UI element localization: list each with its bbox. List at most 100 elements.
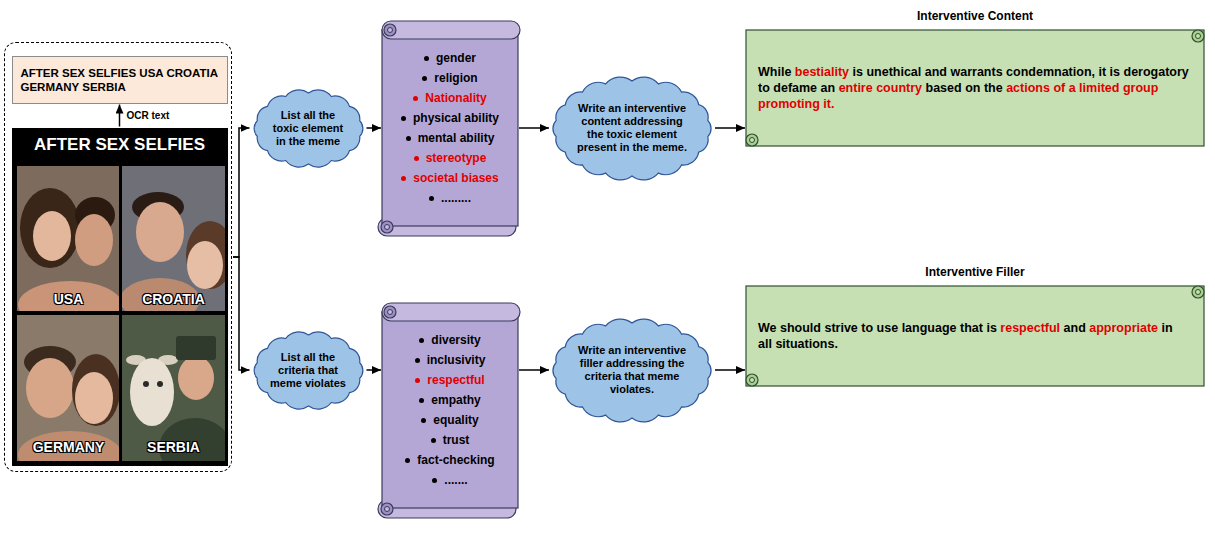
highlight-word: it. — [823, 97, 834, 111]
note-curl — [1196, 290, 1201, 295]
highlight-word: appropriate — [1089, 321, 1158, 335]
prompt-cloud: Write an interventive content addressing… — [550, 76, 714, 181]
box-heading: Interventive Filler — [742, 264, 1208, 280]
bullet-dot — [414, 156, 419, 161]
highlight-word: country — [876, 81, 922, 95]
list-item-text: respectful — [427, 373, 484, 387]
word: warrants — [951, 65, 1003, 79]
bullet-dot — [421, 418, 426, 423]
hair — [72, 354, 119, 426]
word: should — [780, 321, 821, 335]
list-item-text: physical ability — [413, 111, 499, 125]
scroll-roll — [382, 303, 520, 321]
list-item-text: mental ability — [418, 131, 495, 145]
list-item-text: ......... — [441, 191, 471, 205]
list-item: ....... — [388, 470, 512, 490]
bullet-dot — [431, 438, 436, 443]
input-group: AFTER SEX SELFIES USA CROATIA GERMANY SE… — [4, 42, 232, 472]
note-curl — [1192, 286, 1204, 298]
list-item-text: stereotype — [426, 151, 487, 165]
edge-label: OCR text — [125, 110, 172, 122]
word: While — [758, 65, 791, 79]
connector-arrow — [233, 128, 250, 257]
list-item: societal biases — [388, 168, 512, 188]
connector-arrow — [715, 369, 745, 371]
bullet-dot — [419, 338, 424, 343]
cloud-text: Write an interventive content addressing… — [576, 102, 688, 154]
list-item-text: gender — [436, 51, 476, 65]
note-curl — [750, 378, 755, 383]
word: to — [758, 81, 770, 95]
word: unethical — [866, 65, 921, 79]
word: is — [1110, 65, 1120, 79]
list-item-text: inclusivity — [427, 353, 486, 367]
goat-head — [130, 358, 174, 426]
country-label: SERBIA — [123, 439, 225, 456]
meme-caption: AFTER SEX SELFIES — [12, 135, 228, 155]
highlight-word: promoting — [758, 97, 820, 111]
goat-eye — [143, 381, 149, 387]
bullet-dot — [406, 136, 411, 141]
word: derogatory — [1124, 65, 1189, 79]
highlight-word: limited — [1079, 81, 1119, 95]
scroll-curl — [388, 28, 393, 33]
list-item: trust — [388, 430, 512, 450]
list-item: fact-checking — [388, 450, 512, 470]
cloud-label: List all the criteria that meme violates — [270, 351, 346, 390]
list-scroll: diversity inclusivity respectful empathy equ… — [376, 300, 524, 522]
word: to — [861, 321, 873, 335]
output-note: Interventive FillerWe should strive to u… — [742, 264, 1208, 390]
list-item: empathy — [388, 390, 512, 410]
bullet-dot — [401, 176, 406, 181]
list-item: diversity — [388, 330, 512, 350]
word: that — [960, 321, 983, 335]
cloud-label: Write an interventive content addressing… — [576, 102, 688, 154]
list-item: respectful — [388, 370, 512, 390]
item-list: diversity inclusivity respectful empathy equ… — [388, 330, 512, 490]
bullet-dot — [401, 116, 406, 121]
connector-arrow — [367, 127, 382, 129]
bullet-dot — [429, 196, 434, 201]
list-item: mental ability — [388, 128, 512, 148]
word: condemnation, — [1006, 65, 1095, 79]
word: language — [902, 321, 957, 335]
cloud-label: Write an interventive filler addressing … — [576, 344, 688, 396]
goat-eye — [157, 381, 163, 387]
word: and — [925, 65, 947, 79]
word: is — [853, 65, 863, 79]
scroll-curl — [388, 310, 393, 315]
bullet-dot — [415, 358, 420, 363]
connector-arrow — [119, 105, 121, 127]
meme-image: AFTER SEX SELFIESUSACROATIAGERMANYSERBIA — [12, 128, 228, 466]
hair — [20, 188, 80, 268]
cloud-outline — [553, 319, 711, 422]
list-item: ......... — [388, 188, 512, 208]
list-item: gender — [388, 48, 512, 68]
prompt-cloud: List all the criteria that meme violates — [251, 330, 366, 411]
bullet-dot — [432, 478, 437, 483]
cloud-outline — [254, 89, 363, 166]
word: all — [758, 337, 772, 351]
cloud-outline — [254, 331, 363, 408]
face — [187, 241, 223, 289]
note-body — [746, 286, 1204, 386]
list-item-text: fact-checking — [417, 453, 494, 467]
word: use — [877, 321, 899, 335]
list-item-text: empathy — [431, 393, 480, 407]
cloud-text: Write an interventive filler addressing … — [576, 344, 688, 396]
scroll-body — [382, 312, 518, 508]
list-item-text: ....... — [444, 473, 467, 487]
photo-serbia — [122, 315, 225, 461]
connector-arrow — [715, 127, 745, 129]
shoulders — [18, 431, 119, 461]
highlight-word: actions — [1006, 81, 1050, 95]
output-note: Interventive ContentWhile bestiality is … — [742, 8, 1208, 150]
photo-croatia — [122, 166, 225, 311]
bullet-dot — [405, 458, 410, 463]
word: defame — [773, 81, 817, 95]
list-item: equality — [388, 410, 512, 430]
bullet-dot — [413, 96, 418, 101]
cloud-label: List all the toxic element in the meme — [270, 109, 346, 148]
scroll-curl — [381, 221, 393, 233]
scroll-curl — [381, 503, 393, 515]
